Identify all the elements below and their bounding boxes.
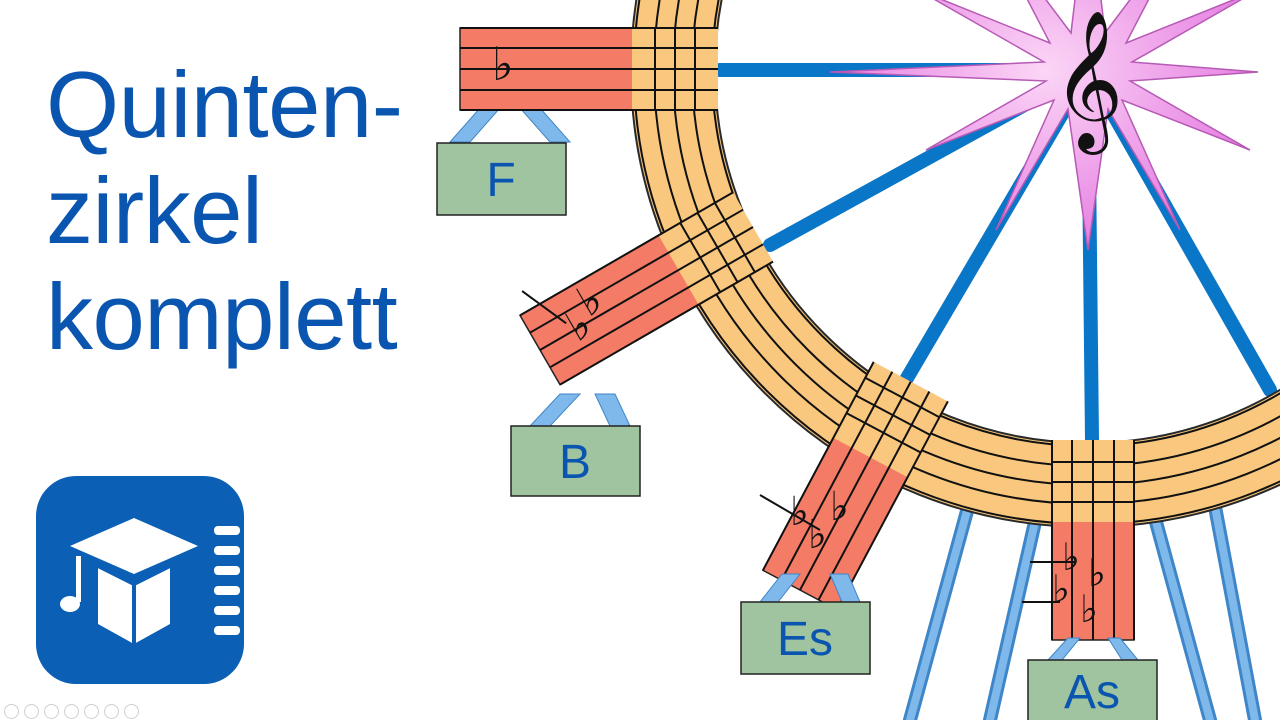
- staff-as: ♭ ♭ ♭ ♭: [1022, 440, 1135, 641]
- key-label-f-text: F: [486, 154, 515, 207]
- svg-text:♭: ♭: [1062, 535, 1080, 579]
- key-label-b-text: B: [559, 436, 591, 489]
- star-hub: 𝄞: [829, 0, 1259, 251]
- zoom-icon[interactable]: [84, 704, 99, 719]
- key-label-as-text: As: [1064, 666, 1120, 719]
- key-label-es-text: Es: [777, 613, 833, 666]
- flat-sign-icon: ♭: [492, 37, 514, 91]
- staff-f: ♭: [448, 27, 718, 143]
- next-slide-icon[interactable]: [24, 704, 39, 719]
- key-label-as: As: [1027, 659, 1158, 720]
- prev-slide-icon[interactable]: [4, 704, 19, 719]
- svg-text:♭: ♭: [830, 484, 849, 530]
- subtitles-icon[interactable]: [104, 704, 119, 719]
- svg-text:♭: ♭: [1088, 551, 1106, 595]
- svg-text:♭: ♭: [808, 512, 827, 558]
- title-line-2: zirkel: [46, 158, 263, 264]
- app-logo-icon: [36, 476, 244, 684]
- title-line-3: komplett: [46, 264, 398, 370]
- key-label-f: F: [436, 142, 567, 216]
- key-label-es: Es: [740, 601, 871, 675]
- presentation-toolbar: [4, 704, 139, 719]
- more-options-icon[interactable]: [124, 704, 139, 719]
- svg-text:♭: ♭: [1052, 567, 1070, 611]
- title-line-1: Quinten-: [46, 52, 403, 157]
- staff-es: [761, 361, 949, 611]
- svg-text:♭: ♭: [790, 489, 809, 535]
- key-label-b: B: [510, 425, 641, 497]
- svg-text:♭: ♭: [1080, 587, 1098, 631]
- staff-b: ♭ ♭: [518, 191, 774, 386]
- treble-clef-icon: 𝄞: [1053, 10, 1124, 155]
- slide-title: Quinten- zirkel komplett: [46, 52, 403, 371]
- slides-icon[interactable]: [64, 704, 79, 719]
- pen-icon[interactable]: [44, 704, 59, 719]
